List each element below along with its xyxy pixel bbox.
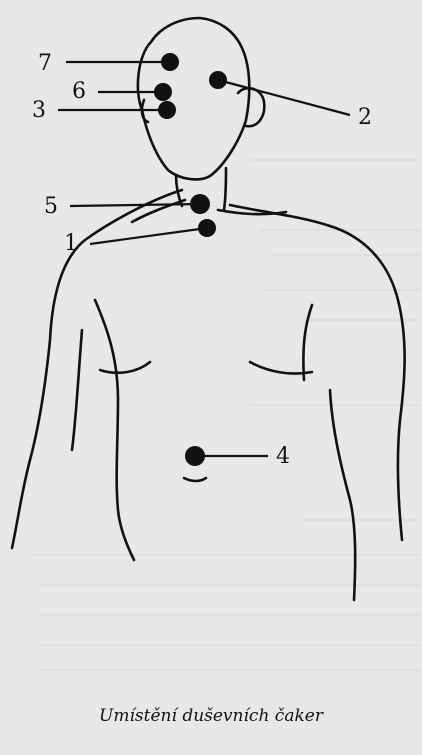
label-3: 3 <box>32 98 46 123</box>
leader-1 <box>90 228 207 244</box>
chest-left <box>100 362 150 373</box>
chakra-dot-4 <box>185 446 205 466</box>
chakra-dots <box>154 53 227 466</box>
body-outline <box>12 18 405 600</box>
leader-2 <box>218 80 350 115</box>
chakra-dot-7 <box>161 53 179 71</box>
navel <box>184 478 206 481</box>
chakra-dot-3 <box>158 101 176 119</box>
right-inner-arm <box>330 390 355 600</box>
left-inner-arm <box>72 330 82 450</box>
collar-right <box>218 210 286 214</box>
label-2: 2 <box>358 105 372 130</box>
label-5: 5 <box>44 194 58 219</box>
label-6: 6 <box>72 79 86 104</box>
head-outline <box>138 18 249 179</box>
label-1: 1 <box>64 231 78 256</box>
chakra-dot-1 <box>198 219 216 237</box>
label-4: 4 <box>276 444 290 469</box>
right-torso <box>303 305 312 380</box>
chakra-dot-6 <box>154 83 172 101</box>
chakra-dot-5 <box>190 194 210 214</box>
chakra-dot-2 <box>209 71 227 89</box>
right-ear <box>238 88 264 126</box>
leader-lines <box>58 62 350 456</box>
neck-right <box>224 168 226 210</box>
label-7: 7 <box>38 51 52 76</box>
left-torso <box>95 300 134 560</box>
figure-caption: Umístění duševních čaker <box>0 706 422 726</box>
